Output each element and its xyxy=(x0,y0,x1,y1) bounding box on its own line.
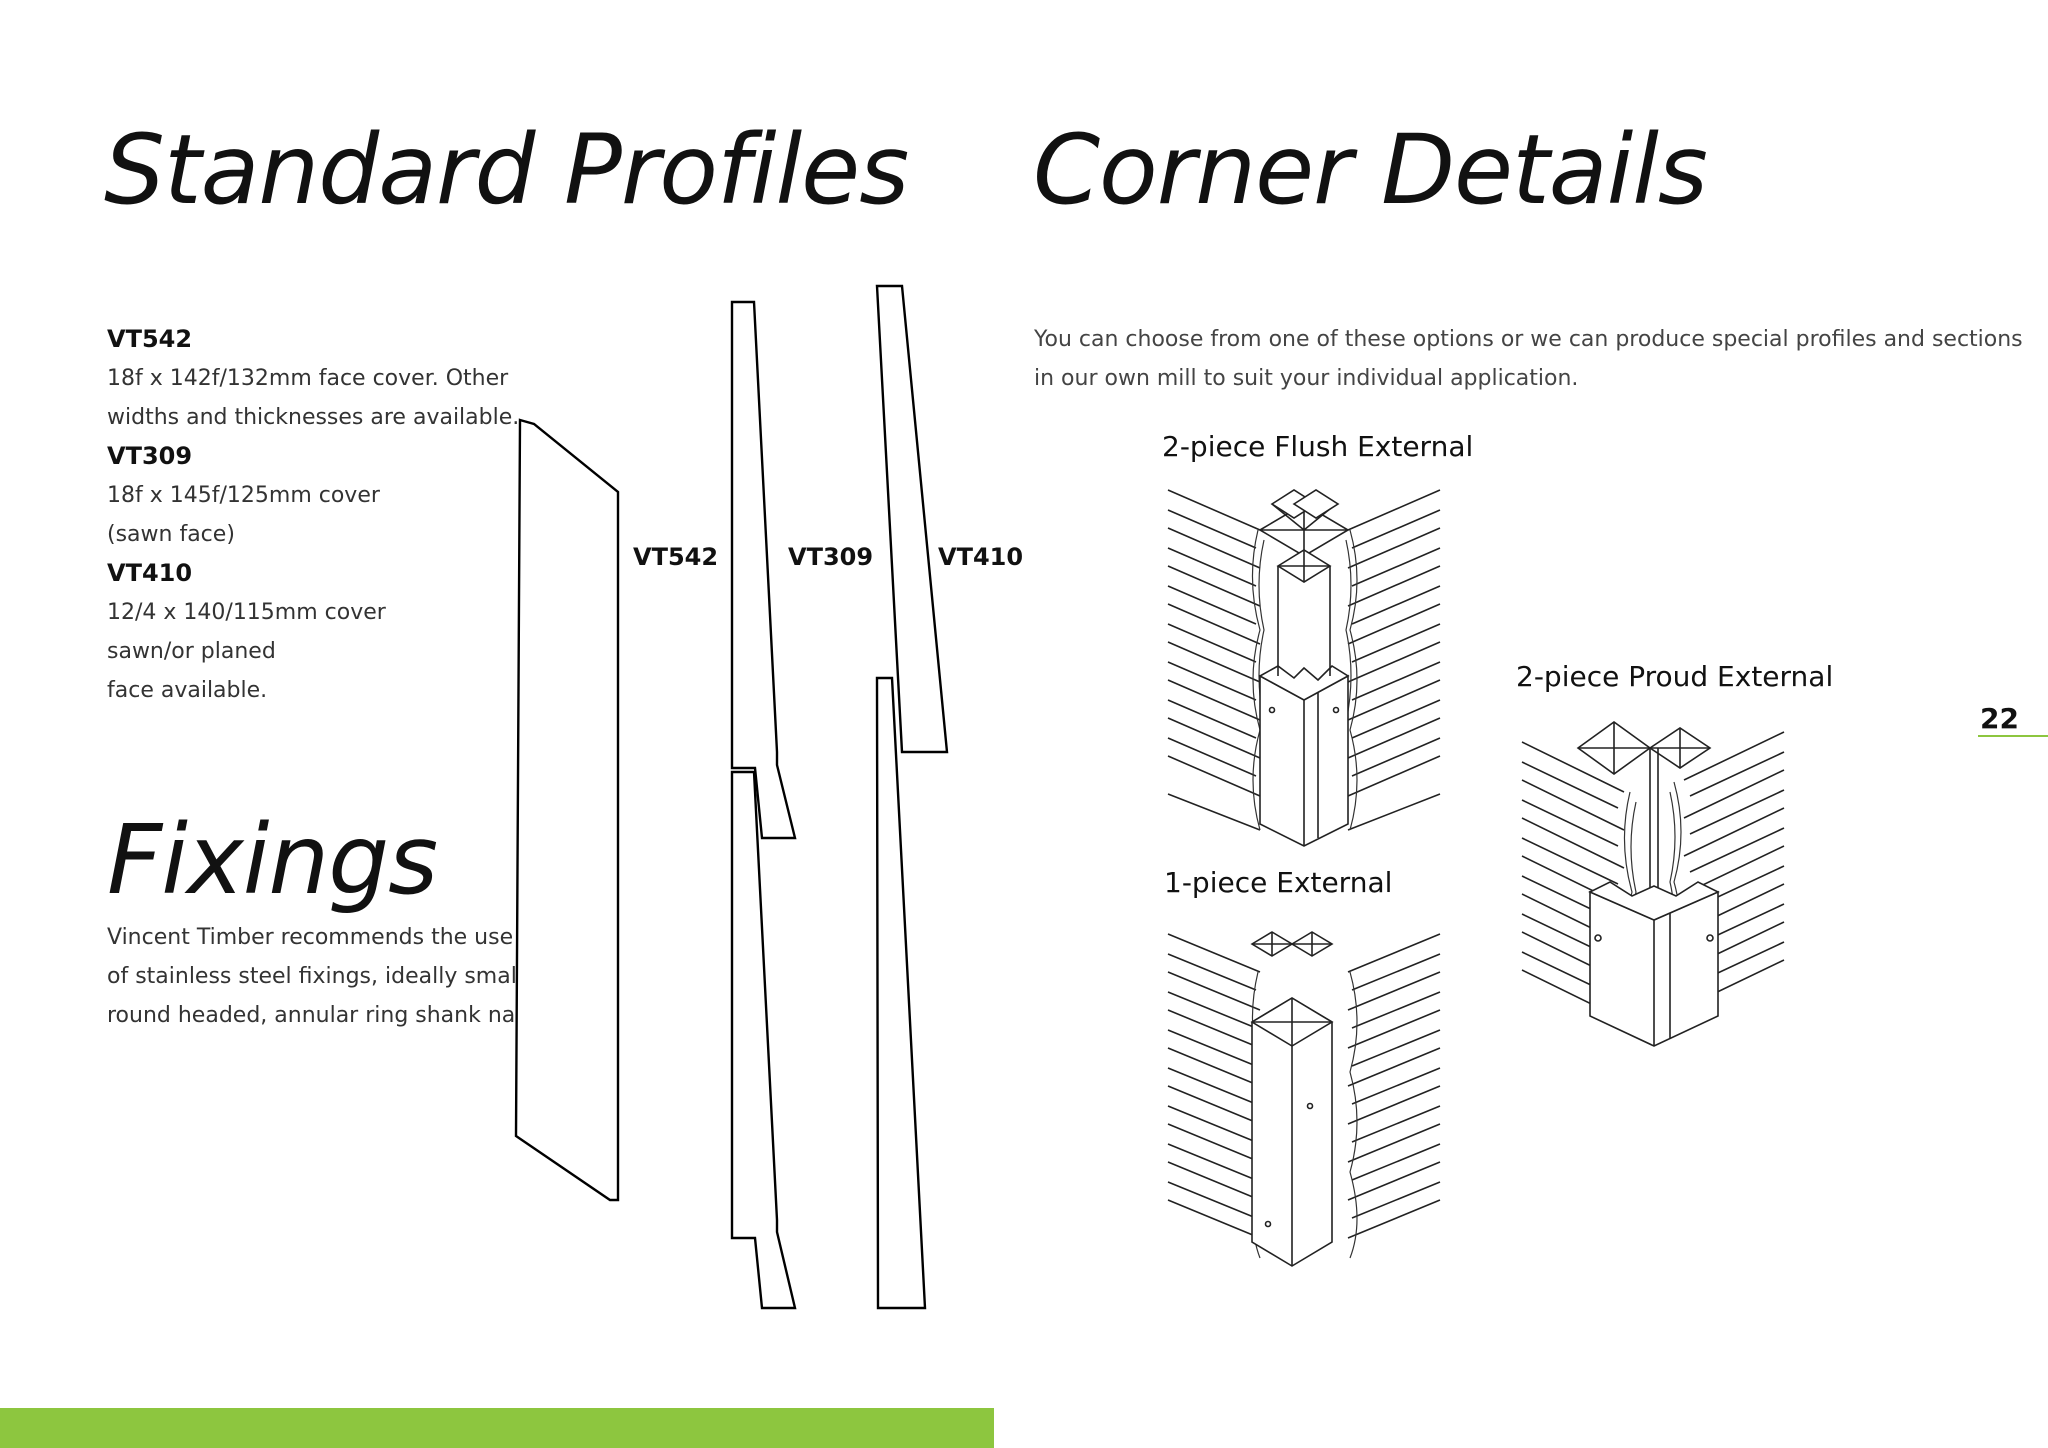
intro-line: You can choose from one of these options… xyxy=(1034,327,2023,352)
profile-list: VT542 18f x 142f/132mm face cover. Other… xyxy=(107,320,519,710)
fixings-line: round headed, annular ring shank nails. xyxy=(107,1003,546,1028)
fixings-line: of stainless steel fixings, ideally smal… xyxy=(107,964,523,989)
left-cladding-boards xyxy=(1521,741,1625,1021)
one-piece-external-corner-illustration xyxy=(1167,931,1441,1267)
standard-profiles-title: Standard Profiles xyxy=(104,114,909,226)
profile-code-vt410: VT410 xyxy=(107,559,193,587)
vt410-profile-upper-outline xyxy=(875,284,949,754)
right-cladding-boards xyxy=(1347,489,1441,831)
detail-label-2-piece-proud: 2-piece Proud External xyxy=(1516,660,1834,693)
drawing-label-vt309: VT309 xyxy=(788,543,874,571)
profile-desc-vt410-line3: face available. xyxy=(107,678,268,703)
fixings-line: Vincent Timber recommends the use xyxy=(107,925,514,950)
drawing-label-vt542: VT542 xyxy=(633,543,719,571)
left-cladding-boards xyxy=(1167,933,1261,1239)
profile-desc-vt542-line1: 18f x 142f/132mm face cover. Other xyxy=(107,366,509,391)
drawing-label-vt410: VT410 xyxy=(938,543,1024,571)
right-cladding-boards xyxy=(1347,933,1441,1239)
vt410-profile-lower-outline xyxy=(875,676,927,1310)
proud-external-corner-illustration xyxy=(1521,721,1785,1047)
footer-accent-bar xyxy=(0,1408,994,1448)
profile-desc-vt309-line1: 18f x 145f/125mm cover xyxy=(107,483,380,508)
flush-external-corner-illustration xyxy=(1167,489,1441,847)
left-cladding-boards xyxy=(1167,489,1261,831)
page-number: 22 xyxy=(1980,702,2019,735)
profile-desc-vt410-line2: sawn/or planed xyxy=(107,639,276,664)
detail-label-2-piece-flush: 2-piece Flush External xyxy=(1162,430,1474,463)
profile-code-vt309: VT309 xyxy=(107,442,193,470)
profile-desc-vt410-line1: 12/4 x 140/115mm cover xyxy=(107,600,386,625)
right-cladding-boards xyxy=(1683,731,1785,1009)
corner-details-title: Corner Details xyxy=(1033,114,1708,226)
detail-label-1-piece: 1-piece External xyxy=(1164,866,1393,899)
fixings-title: Fixings xyxy=(107,804,438,916)
intro-line: in our own mill to suit your individual … xyxy=(1034,366,1579,391)
vt542-profile-outline xyxy=(514,418,620,1202)
profile-desc-vt542-line2: widths and thicknesses are available. xyxy=(107,405,520,430)
profile-code-vt542: VT542 xyxy=(107,325,193,353)
fixings-text: Vincent Timber recommends the use of sta… xyxy=(107,918,546,1035)
vt309-profile-upper-outline xyxy=(730,300,797,840)
profile-desc-vt309-line2: (sawn face) xyxy=(107,522,235,547)
page-number-rule xyxy=(1978,735,2048,737)
corner-intro-text: You can choose from one of these options… xyxy=(1034,320,2023,398)
vt309-profile-lower-outline xyxy=(730,770,797,1310)
